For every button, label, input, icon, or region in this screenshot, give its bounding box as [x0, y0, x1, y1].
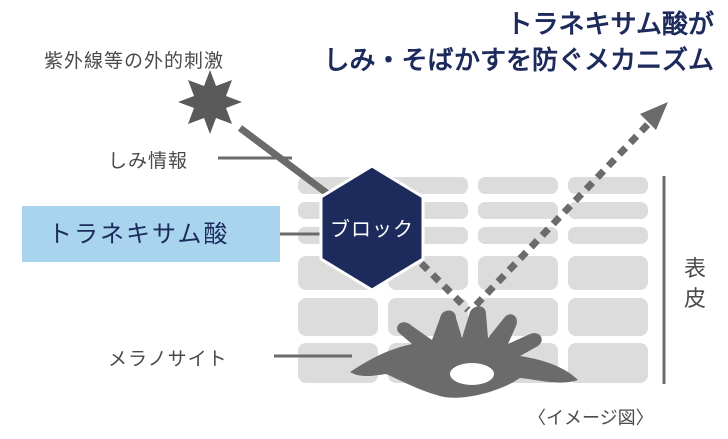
title-line-2: しみ・そばかすを防ぐメカニズム	[323, 46, 714, 76]
label-epidermis: 表 皮	[680, 255, 710, 315]
melanocyte-shape	[350, 306, 578, 398]
label-uv: 紫外線等の外的刺激	[44, 50, 225, 72]
block-label: ブロック	[330, 217, 414, 241]
uv-ray	[237, 125, 339, 203]
label-spot-info: しみ情報	[108, 150, 189, 172]
label-melanocyte: メラノサイト	[108, 348, 228, 370]
image-caption: 〈イメージ図〉	[528, 408, 654, 429]
uv-burst-icon	[178, 70, 242, 134]
signal-arrow-out	[473, 102, 668, 308]
title-line-1: トラネキサム酸が	[506, 10, 714, 40]
label-epidermis-1: 表	[683, 257, 706, 282]
label-epidermis-2: 皮	[683, 287, 706, 312]
signal-path-in	[407, 249, 471, 313]
tranexamic-acid-tag: トラネキサム酸	[22, 206, 280, 262]
block-hexagon	[319, 164, 425, 292]
